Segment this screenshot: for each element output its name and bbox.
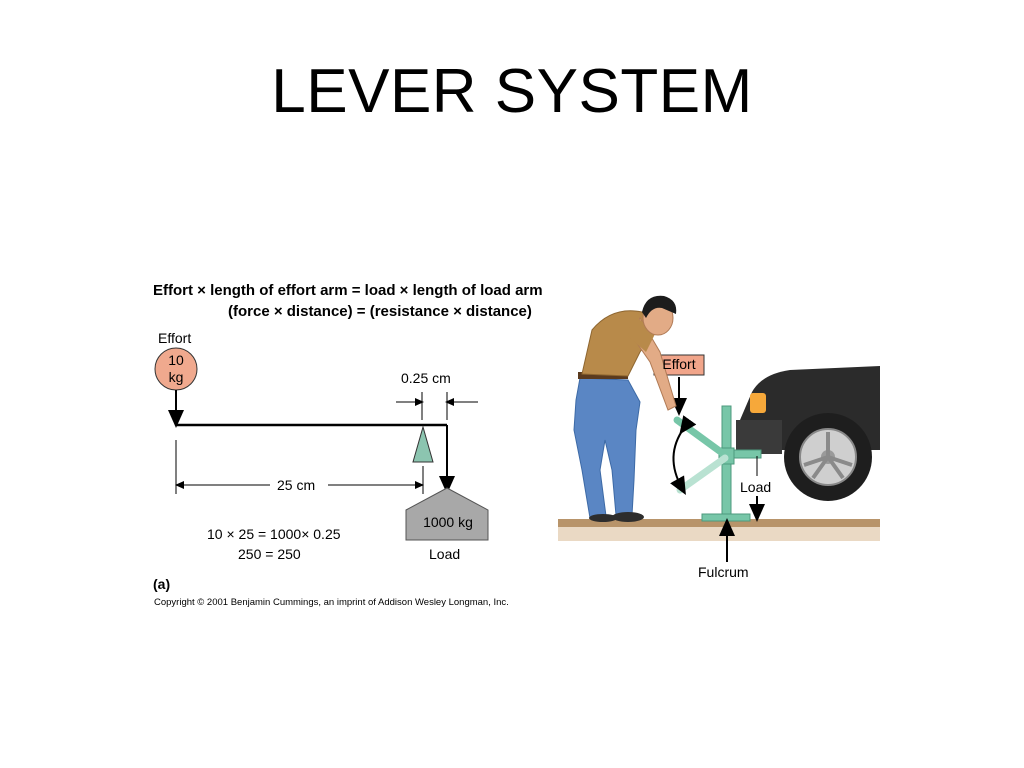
lever-equation-line1: Effort × length of effort arm = load × l… [153,282,543,299]
handle-swing-arrow [670,415,697,495]
load-mass-label: 1000 kg [423,514,473,530]
man-hair [642,295,677,318]
load-arm-distance-label: 0.25 cm [401,370,451,386]
car-rim-spokes [803,432,853,480]
man-shoe-left [589,514,617,522]
lever-equation-line2: (force × distance) = (resistance × dista… [228,303,532,320]
man-sleeve [628,314,656,352]
fulcrum-triangle [412,425,434,463]
calc-line1: 10 × 25 = 1000× 0.25 [207,526,341,542]
load-label-right: Load [740,479,772,495]
car-headlight [750,393,766,413]
effort-mass-text: 10 kg [156,352,196,386]
slide-title: LEVER SYSTEM [271,57,753,126]
man-belt [578,372,628,379]
effort-label-left: Effort [158,330,192,346]
load-label-left: Load [429,546,461,562]
copyright-notice: Copyright © 2001 Benjamin Cummings, an i… [154,597,509,608]
fulcrum-label: Fulcrum [698,564,749,580]
effort-arm-distance-label: 25 cm [277,477,316,493]
jack-base [701,513,751,522]
effort-label-right: Effort [662,356,696,372]
man-figure [573,295,677,522]
jack-handle [673,416,729,459]
panel-label: (a) [153,576,171,592]
ground-shadow [558,527,880,541]
jack-handle-ghost [676,454,729,494]
effort-mass-value: 10 [168,352,184,368]
calc-line2: 250 = 250 [238,546,301,562]
effort-mass-unit: kg [168,369,184,385]
man-legs [573,377,641,519]
man-shoe-right [612,512,644,522]
car-bumper [736,420,782,454]
load-box [405,487,489,541]
